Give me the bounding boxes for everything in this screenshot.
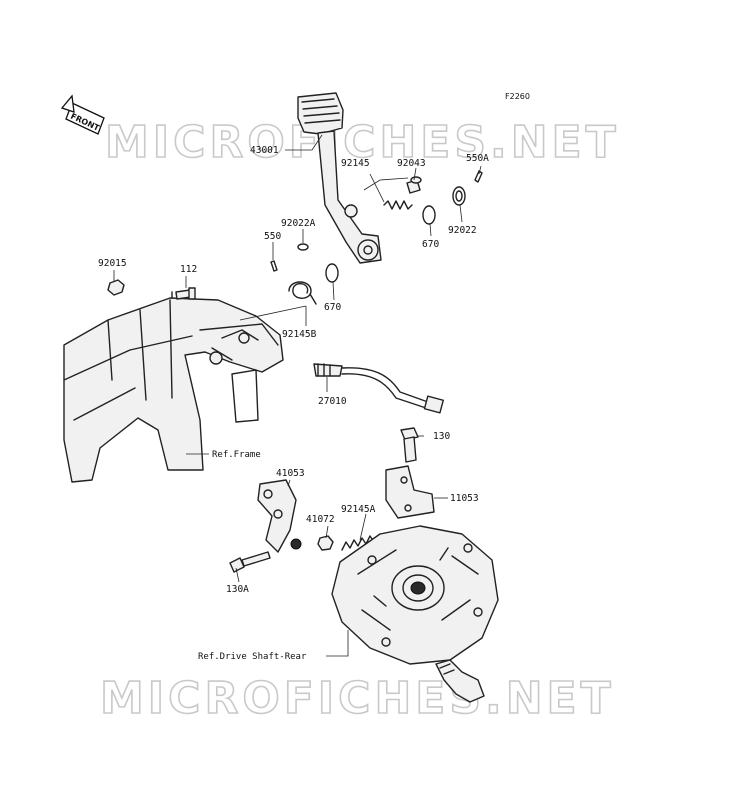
label-92022a: 92022A: [281, 218, 316, 229]
label-41072: 41072: [306, 514, 335, 525]
spring-92145-part: [383, 200, 413, 210]
label-130: 130: [433, 431, 450, 442]
label-11053: 11053: [450, 493, 479, 504]
spring-92145a-part: [341, 535, 375, 551]
label-92145: 92145: [341, 158, 370, 169]
label-130a: 130A: [226, 584, 249, 595]
pin-92043-part: [406, 176, 422, 194]
watermark-bottom: MICROFICHES.NET: [100, 673, 615, 724]
washer-92022-hole: [455, 190, 463, 202]
ref-frame-label: Ref.Frame: [212, 450, 261, 460]
cotter-pin-550a-part: [474, 170, 483, 183]
label-670-upper: 670: [422, 239, 439, 250]
brake-switch-27010-part: [313, 363, 444, 414]
nut-41072-part: [317, 535, 334, 551]
nut-92015-part: [107, 279, 125, 296]
label-112: 112: [180, 264, 197, 275]
frame-part: [63, 291, 284, 483]
bolt-112-part: [175, 287, 196, 300]
bolt-130-part: [400, 427, 419, 463]
drive-shaft-housing-part: [331, 525, 499, 665]
o-ring-670-lower-part: [325, 263, 339, 283]
return-spring-92145b-part: [288, 281, 317, 305]
brake-pedal-part: [297, 92, 382, 264]
watermark-top: MICROFICHES.NET: [105, 117, 620, 168]
label-92022: 92022: [448, 225, 477, 236]
label-670-lower: 670: [324, 302, 341, 313]
leader-lines: [113, 134, 482, 657]
cotter-pin-550-part: [270, 260, 278, 272]
washer-92022a-part: [297, 243, 309, 251]
label-550: 550: [264, 231, 281, 242]
washer-92022-part: [452, 186, 466, 206]
bolt-130a-part: [229, 551, 271, 573]
label-27010: 27010: [318, 396, 347, 407]
front-arrow-icon: FRONT: [60, 94, 105, 135]
label-92015: 92015: [98, 258, 127, 269]
output-shaft-part: [435, 659, 485, 703]
label-92043: 92043: [397, 158, 426, 169]
label-550a: 550A: [466, 153, 489, 164]
diagram-code: F2260: [505, 92, 530, 101]
label-92145a: 92145A: [341, 504, 376, 515]
o-ring-670-upper-part: [422, 205, 436, 225]
label-92145b: 92145B: [282, 329, 317, 340]
label-41053: 41053: [276, 468, 305, 479]
label-43001: 43001: [250, 145, 279, 156]
ref-drive-shaft-label: Ref.Drive Shaft-Rear: [198, 652, 307, 662]
lever-41053-part: [257, 479, 302, 553]
bracket-11053-part: [385, 465, 435, 519]
